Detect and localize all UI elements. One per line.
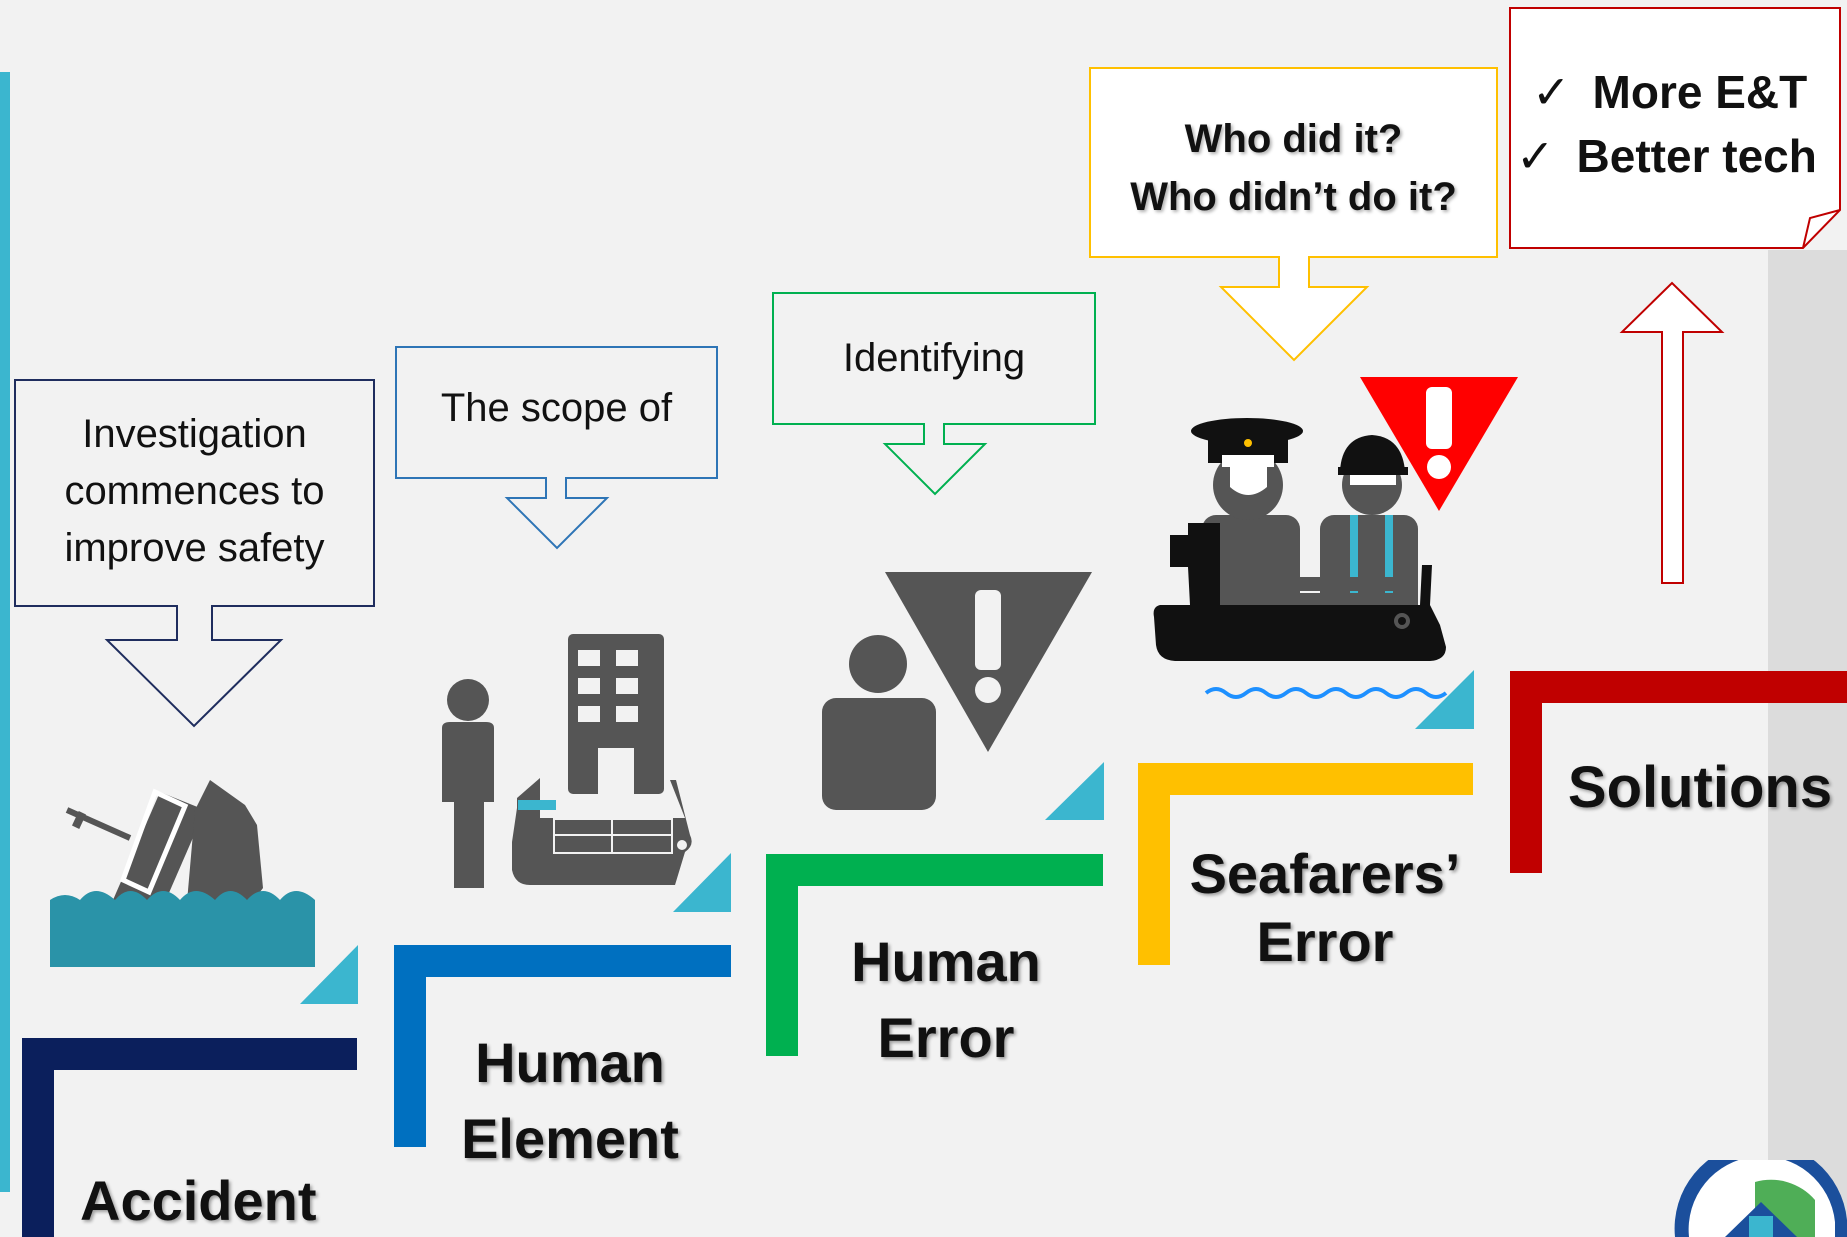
outcomes-page-curl (1802, 209, 1841, 249)
step-human-element-bracket (394, 945, 731, 1147)
callout-identifying-shape (772, 292, 1096, 496)
step-accident-triangle (300, 945, 358, 1004)
step-seafarers-error-label: Seafarers’ Error (1170, 840, 1480, 976)
callout-outcomes-shape (1509, 7, 1841, 249)
step-seafarers-error-line2: Error (1256, 910, 1394, 973)
background-band (1768, 250, 1847, 1237)
callout-identifying-text: Identifying (842, 336, 1026, 380)
callout-investigation-shape (14, 379, 375, 728)
step-human-element-line1: Human (475, 1031, 665, 1094)
callout-who-shape (1089, 67, 1498, 362)
step-accident-label: Accident (80, 1169, 317, 1232)
step-seafarers-error-line1: Seafarers’ (1189, 842, 1461, 905)
step-human-error-line1: Human (851, 930, 1041, 993)
step-human-error-label: Human Error (806, 924, 1086, 1076)
left-accent-bar (0, 72, 10, 1192)
callout-who-line2: Who didn’t do it? (1130, 175, 1457, 219)
callout-investigation-line3: improve safety (64, 526, 325, 570)
solutions-up-arrow (1619, 281, 1725, 584)
step-solutions-label: Solutions (1567, 755, 1833, 820)
step-accident-bracket (22, 1038, 357, 1237)
callout-investigation: Investigation commences to improve safet… (15, 406, 374, 586)
outcome-item-1: ✓ More E&T (1516, 60, 1846, 124)
callout-outcomes: ✓More E&T ✓Better tech (1516, 60, 1846, 188)
step-human-error-triangle (1045, 762, 1104, 820)
check-icon: ✓ (1532, 66, 1571, 118)
callout-investigation-line2: commences to (64, 469, 325, 513)
sinking-ship-icon (50, 780, 315, 967)
callout-who-line1: Who did it? (1184, 117, 1403, 161)
step-human-element-label: Human Element (420, 1025, 720, 1177)
outcome-item-2: ✓ Better tech (1516, 124, 1846, 188)
callout-scope-shape (395, 346, 718, 550)
person-building-ship-icon (442, 634, 692, 888)
step-seafarers-error-triangle (1415, 670, 1474, 729)
crew-ship-warning-icon (1153, 377, 1518, 699)
organization-logo-icon (1674, 1160, 1847, 1237)
step-human-element-line2: Element (461, 1107, 679, 1170)
person-warning-icon (822, 572, 1092, 810)
callout-investigation-line1: Investigation (82, 412, 307, 456)
check-icon: ✓ (1516, 130, 1555, 182)
step-human-error-line2: Error (877, 1006, 1015, 1069)
step-human-element-triangle (673, 853, 731, 912)
step-human-error-bracket (766, 854, 1103, 1056)
outcome-item-1-text: More E&T (1592, 66, 1808, 118)
step-seafarers-error-bracket (1138, 763, 1473, 965)
callout-scope-text: The scope of (440, 386, 673, 430)
step-solutions-bracket (1510, 671, 1847, 873)
outcome-item-2-text: Better tech (1576, 130, 1817, 182)
